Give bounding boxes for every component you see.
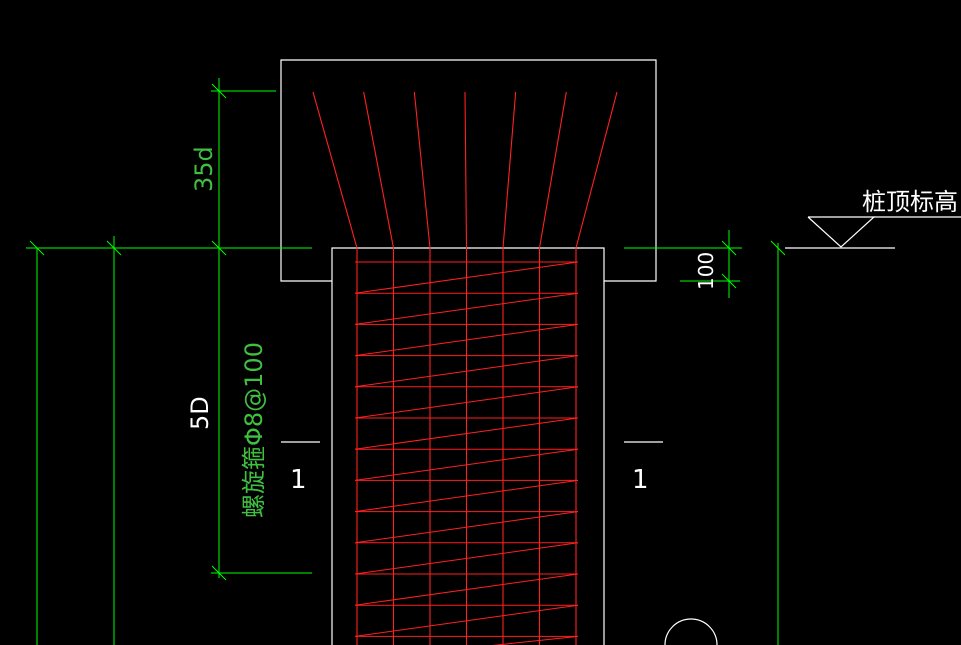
anchor-length-label: 35d <box>190 146 218 192</box>
spiral-stirrup-lines <box>354 261 579 645</box>
spiral-diagonal <box>354 573 579 606</box>
spiral-stirrup-label: 螺旋箍Φ8@100 <box>240 342 268 518</box>
spiral-diagonal <box>354 542 579 575</box>
anchor-bar <box>502 91 517 249</box>
section-left-label: 1 <box>290 465 307 495</box>
anchor-bar <box>312 91 358 249</box>
pile-outline <box>331 247 605 645</box>
spiral-diagonal <box>354 604 579 637</box>
spiral-diagonal <box>354 417 579 450</box>
spiral-diagonal <box>354 448 579 481</box>
spiral-zone-label: 5D <box>186 396 214 430</box>
spiral-diagonal <box>354 511 579 544</box>
anchor-bar <box>575 91 618 249</box>
anchor-bars <box>312 91 618 249</box>
anchor-bar <box>363 91 395 249</box>
pile-cap-outline <box>280 59 657 282</box>
longitudinal-bars <box>356 248 577 645</box>
spiral-diagonal <box>354 261 579 294</box>
spiral-diagonal <box>354 323 579 357</box>
spiral-diagonal <box>354 355 579 388</box>
anchor-bar <box>464 91 468 249</box>
dimension-lines <box>26 78 786 645</box>
spiral-diagonal <box>491 635 579 645</box>
anchor-bar <box>538 91 567 249</box>
section-right-label: 1 <box>632 465 649 495</box>
partial-circle <box>664 618 718 645</box>
spiral-diagonal <box>354 386 579 419</box>
embed-depth-label: 100 <box>694 252 718 290</box>
spiral-diagonal <box>354 292 579 325</box>
pile-top-elevation-label: 桩顶标高 <box>862 188 958 216</box>
spiral-diagonal <box>354 479 579 513</box>
elevation-marker <box>785 216 961 249</box>
anchor-bar <box>413 91 431 249</box>
